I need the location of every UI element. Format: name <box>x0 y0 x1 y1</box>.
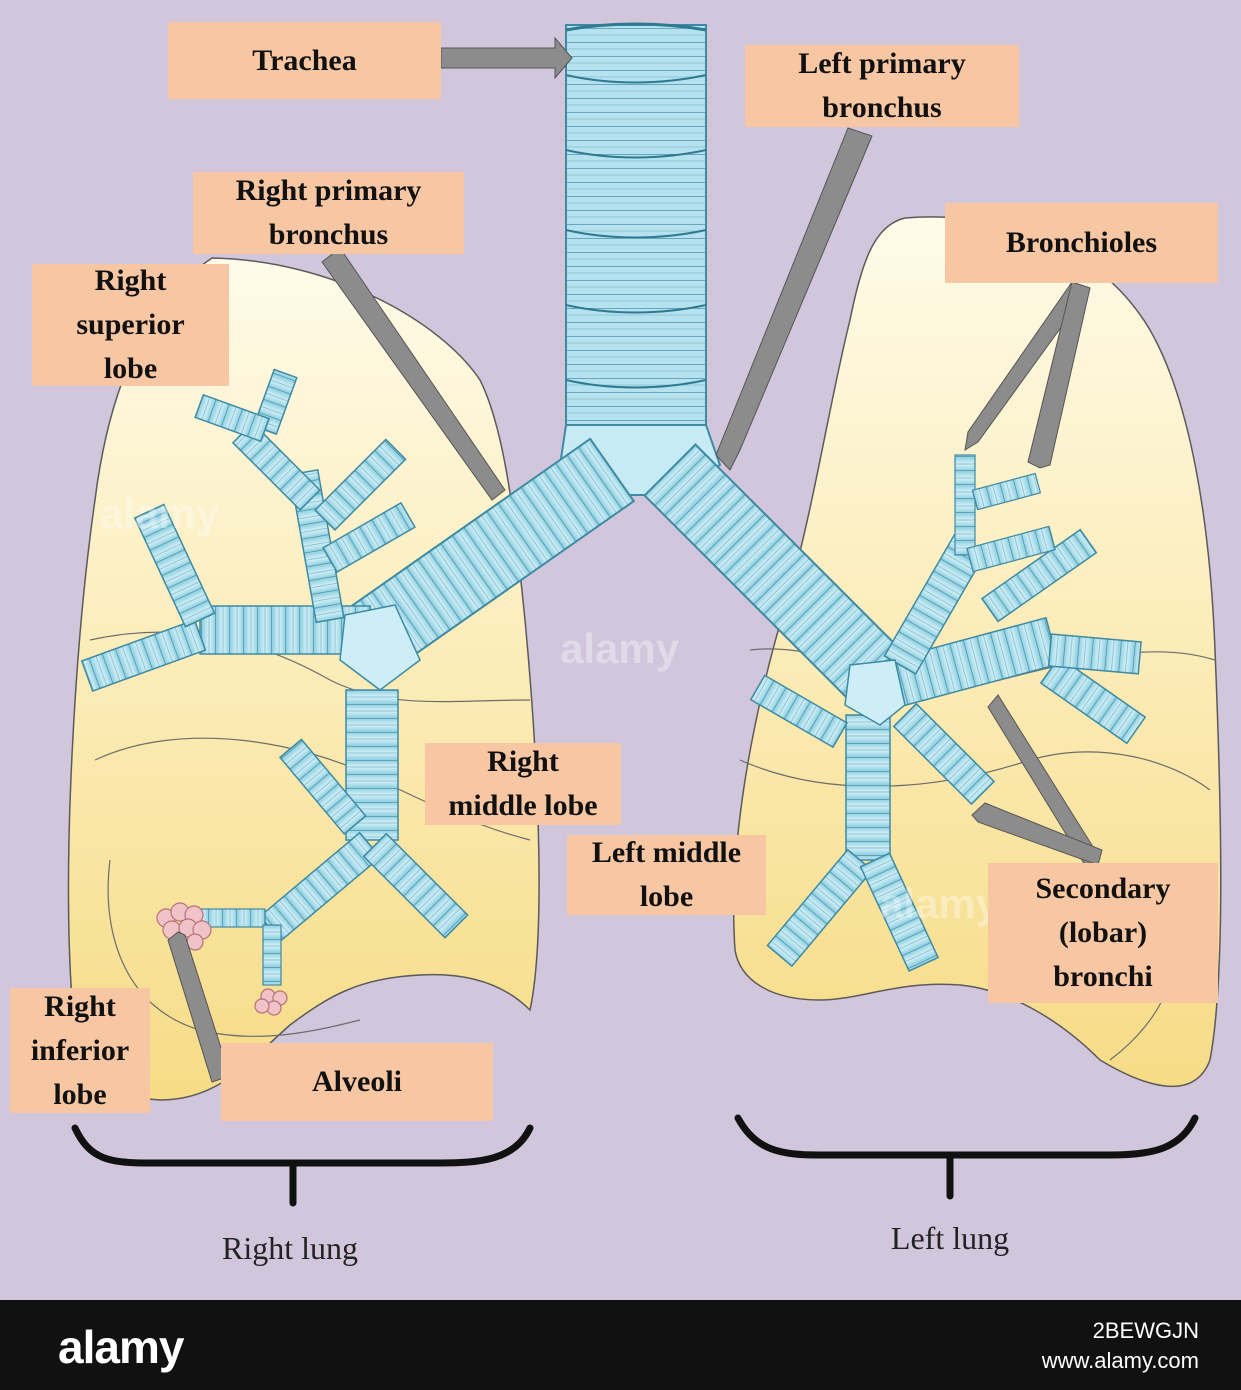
label-secondary-lobar-bronchi: Secondary (lobar) bronchi <box>988 863 1218 1003</box>
caption-right-lung: Right lung <box>221 1230 358 1266</box>
label-right-superior-lobe: Right superior lobe <box>32 264 229 386</box>
left-bronchial-branches <box>749 454 1147 972</box>
label-trachea: Trachea <box>168 22 441 99</box>
left-lower-fissure <box>739 751 1211 791</box>
alamy-logo: alamy <box>58 1321 184 1373</box>
caption-left-lung: Left lung <box>890 1220 1010 1256</box>
right-lower-curve <box>107 859 361 1037</box>
site-url: www.alamy.com <box>1041 1348 1199 1373</box>
right-bronchial-branches <box>80 368 469 986</box>
watermark: alamy <box>880 880 1000 927</box>
label-left-primary-bronchus: Left primary bronchus <box>745 45 1019 127</box>
trachea-pointer <box>440 36 573 80</box>
stock-footer-bar: alamy 2BEWGJN www.alamy.com <box>0 1300 1241 1390</box>
watermark: alamy <box>100 490 220 537</box>
left-lung-brace <box>734 1114 1199 1200</box>
image-id: 2BEWGJN <box>1092 1318 1199 1343</box>
label-right-middle-lobe: Right middle lobe <box>425 743 621 825</box>
pointer-arrows <box>167 36 1103 1083</box>
image-id-text: 2BEWGJN www.alamy.com <box>1042 1316 1199 1376</box>
right-lung-brace <box>71 1124 534 1207</box>
trachea-tube <box>558 22 722 496</box>
bronchioles-pointer-b <box>1027 281 1091 469</box>
label-left-middle-lobe: Left middle lobe <box>567 835 766 915</box>
label-bronchioles: Bronchioles <box>945 203 1218 283</box>
watermark: alamy <box>560 625 680 672</box>
left-primary-bronchus-pointer <box>715 127 873 471</box>
label-right-primary-bronchus: Right primary bronchus <box>193 172 464 254</box>
label-right-inferior-lobe: Right inferior lobe <box>10 988 150 1113</box>
secondary-bronchi-pointer-b <box>971 802 1103 866</box>
label-alveoli: Alveoli <box>221 1043 493 1121</box>
